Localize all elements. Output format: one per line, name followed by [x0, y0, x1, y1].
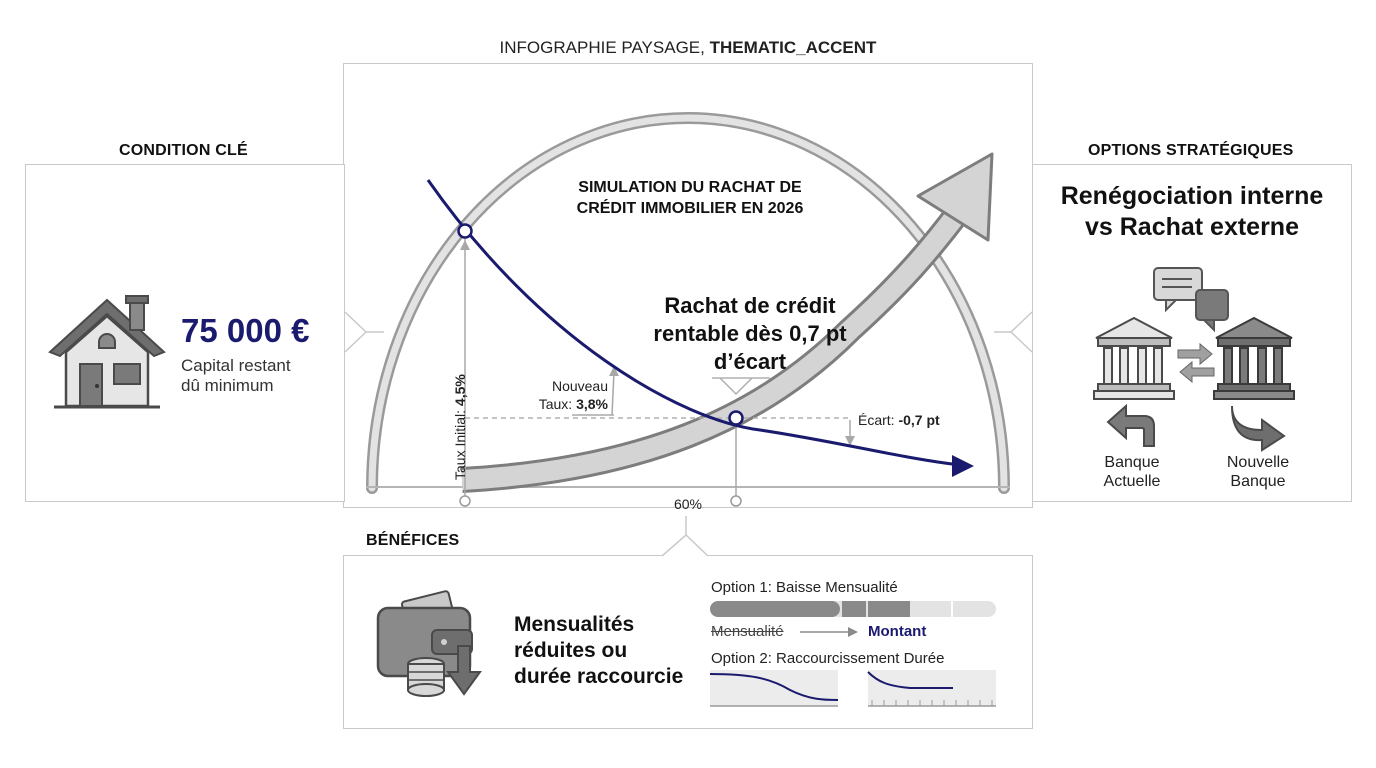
- house-icon: [48, 295, 166, 409]
- option1-progress-bar: [710, 601, 996, 617]
- option1-arrow: [800, 627, 858, 637]
- axis-marker-left: [459, 495, 471, 507]
- bank-current-label: Banque Actuelle: [1103, 454, 1161, 490]
- bank-new-label: Nouvelle Banque: [1226, 454, 1290, 490]
- bank-current-icon: [1093, 316, 1175, 400]
- new-rate-label: Nouveau Taux: 3,8%: [538, 378, 608, 412]
- option1-to-label: Montant: [868, 623, 927, 640]
- rising-arrow-head: [916, 152, 994, 242]
- axis-percent-label: 60%: [673, 496, 703, 512]
- option1-from-label: Mensualité: [711, 623, 784, 640]
- bank-new-icon: [1213, 316, 1295, 400]
- profitability-callout: Rachat de crédit rentable dès 0,7 pt d’é…: [653, 293, 847, 374]
- options-heading: OPTIONS STRATÉGIQUES: [1088, 142, 1294, 159]
- arrow-forward-icon: [1231, 405, 1286, 452]
- axis-marker-right: [730, 495, 742, 507]
- rate-curve-arrowhead: [952, 455, 974, 477]
- benefits-heading: BÉNÉFICES: [366, 532, 460, 549]
- intersection-point: [728, 410, 744, 426]
- capital-amount: 75 000 €: [181, 312, 310, 349]
- simulation-title: SIMULATION DU RACHAT DE CRÉDIT IMMOBILIE…: [576, 179, 804, 217]
- page-title: INFOGRAPHIE PAYSAGE, THEMATIC_ACCENT: [499, 38, 877, 57]
- option1-label: Option 1: Baisse Mensualité: [711, 579, 898, 596]
- initial-rate-label: Taux Initial: 4,5%: [452, 374, 468, 480]
- condition-heading: CONDITION CLÉ: [119, 142, 248, 159]
- chat-bubbles-icon: [1153, 267, 1229, 333]
- benefits-text: Mensualités réduites ou durée raccourcie: [514, 613, 684, 688]
- exchange-arrows-icon: [1177, 342, 1215, 384]
- wallet-icon: [376, 590, 482, 697]
- option2-label: Option 2: Raccourcissement Durée: [711, 650, 945, 667]
- option2-duration-charts: [709, 670, 996, 707]
- options-panel: [1032, 164, 1352, 502]
- gap-label: Écart: -0,7 pt: [858, 412, 940, 428]
- arrow-back-icon: [1106, 403, 1155, 447]
- capital-subtitle: Capital restant dû minimum: [181, 356, 291, 395]
- initial-rate-point: [457, 223, 473, 239]
- options-title: Renégociation interne vs Rachat externe: [1060, 182, 1324, 241]
